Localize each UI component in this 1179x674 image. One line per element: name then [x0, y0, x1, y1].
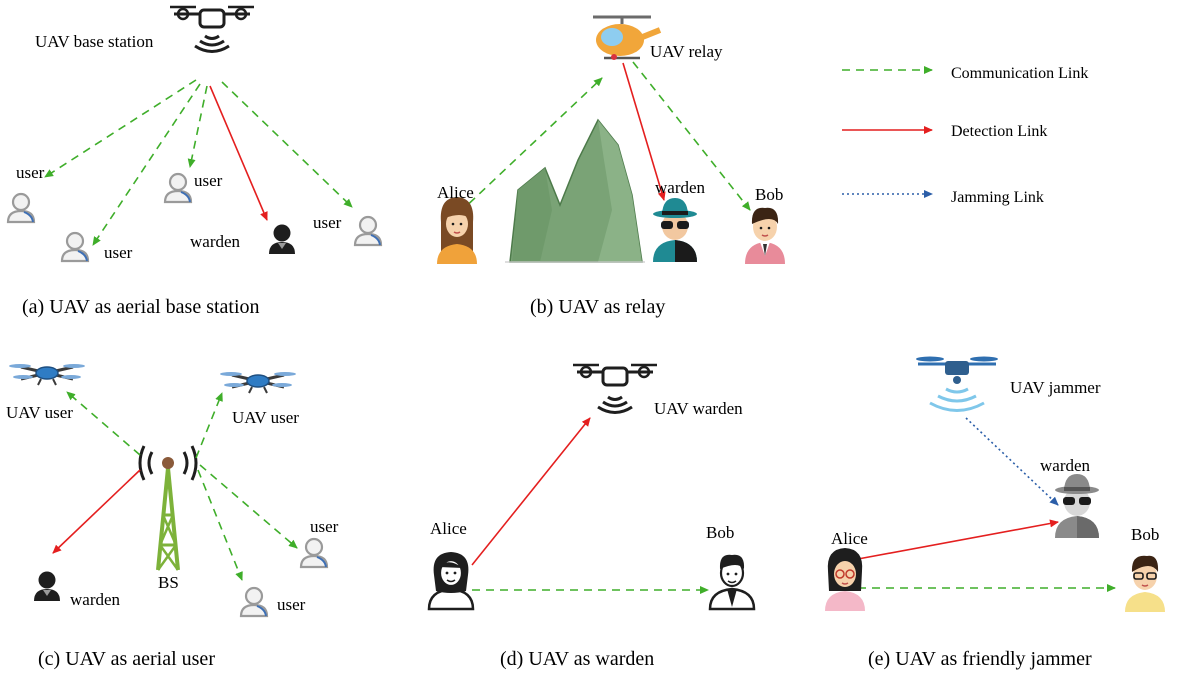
user-icon: [163, 172, 193, 204]
link-comm-a2: [92, 83, 201, 246]
panel-d: UAV warden Alice Bob (d) UAV as warden: [427, 363, 756, 670]
alice-avatar: [427, 550, 475, 611]
alice-label: Alice: [831, 529, 868, 548]
user-label: user: [16, 163, 45, 182]
uav-jammer-drone-icon: [916, 356, 998, 384]
link-detect-b: [622, 62, 666, 201]
caption-b: (b) UAV as relay: [530, 296, 665, 318]
legend-comm-label: Communication Link: [951, 65, 1088, 82]
uav-relay-label: UAV relay: [650, 42, 723, 61]
uav-user-label: UAV user: [232, 408, 299, 427]
link-comm-b1: [458, 77, 603, 214]
link-comm-a3: [187, 85, 208, 168]
alice-label: Alice: [430, 519, 467, 538]
legend-detect-label: Detection Link: [951, 123, 1047, 140]
link-comm-c1: [66, 391, 141, 456]
warden-label: warden: [1040, 456, 1091, 475]
link-comm-c4: [197, 469, 243, 581]
warden-label: warden: [190, 232, 241, 251]
bob-label: Bob: [706, 523, 734, 542]
warden-label: warden: [655, 178, 706, 197]
link-detect-a: [209, 85, 268, 221]
panel-c: UAV user UAV user BS warden user: [6, 362, 339, 670]
caption-e: (e) UAV as friendly jammer: [868, 648, 1092, 670]
warden-spy-avatar: [1055, 474, 1099, 538]
caption-d: (d) UAV as warden: [500, 648, 654, 670]
link-comm-a4: [221, 81, 353, 208]
helicopter-icon: [593, 15, 662, 60]
alice-avatar: [824, 547, 866, 612]
alice-avatar: [436, 196, 478, 265]
uav-jammer-label: UAV jammer: [1010, 378, 1101, 397]
legend: Communication Link Detection Link Jammin…: [842, 65, 1088, 206]
uav-warden-drone-icon: [571, 363, 659, 387]
user-label: user: [313, 213, 342, 232]
caption-c: (c) UAV as aerial user: [38, 648, 215, 670]
link-comm-b2: [632, 61, 751, 211]
uav-user-drone-icon: [218, 370, 298, 395]
bob-label: Bob: [1131, 525, 1159, 544]
panel-e: UAV jammer warden Alice Bob (e) UAV as f…: [824, 356, 1166, 670]
user-icon: [6, 192, 36, 224]
bob-avatar: [708, 553, 756, 611]
radio-waves-icon: [596, 395, 634, 414]
alice-label: Alice: [437, 183, 474, 202]
user-icon: [299, 537, 329, 569]
base-station-tower-icon: [138, 445, 198, 571]
radio-waves-icon: [193, 34, 231, 53]
warden-spy-avatar: [653, 198, 697, 262]
link-detect-d: [471, 417, 591, 566]
warden-icon: [34, 571, 60, 601]
uav-base-station-label: UAV base station: [35, 32, 154, 51]
link-comm-c3: [199, 464, 298, 549]
bob-avatar: [1124, 554, 1166, 613]
mountain-icon: [505, 118, 645, 263]
warden-label: warden: [70, 590, 121, 609]
legend-jam-label: Jamming Link: [951, 189, 1044, 206]
user-icon: [239, 586, 269, 618]
uav-warden-label: UAV warden: [654, 399, 743, 418]
uav-user-drone-icon: [7, 362, 87, 387]
link-comm-a1: [44, 79, 197, 178]
caption-a: (a) UAV as aerial base station: [22, 296, 260, 318]
link-detect-c: [52, 469, 141, 554]
bob-avatar: [744, 207, 786, 265]
jamming-waves-icon: [929, 387, 985, 412]
warden-icon: [269, 224, 295, 254]
link-comm-c2: [195, 392, 223, 459]
user-label: user: [104, 243, 133, 262]
uav-user-label: UAV user: [6, 403, 73, 422]
user-label: user: [310, 517, 339, 536]
panel-b: UAV relay Alice warden Bob (b) UAV as re…: [436, 15, 786, 318]
user-label: user: [194, 171, 223, 190]
user-icon: [60, 231, 90, 263]
user-icon: [353, 215, 383, 247]
user-label: user: [277, 595, 306, 614]
uav-base-station-icon: [168, 5, 256, 29]
panel-a: UAV base station user user user warden u…: [6, 5, 383, 318]
link-detect-e: [857, 519, 1059, 560]
bob-label: Bob: [755, 185, 783, 204]
bs-label: BS: [158, 573, 179, 592]
link-jam-e: [965, 417, 1059, 506]
